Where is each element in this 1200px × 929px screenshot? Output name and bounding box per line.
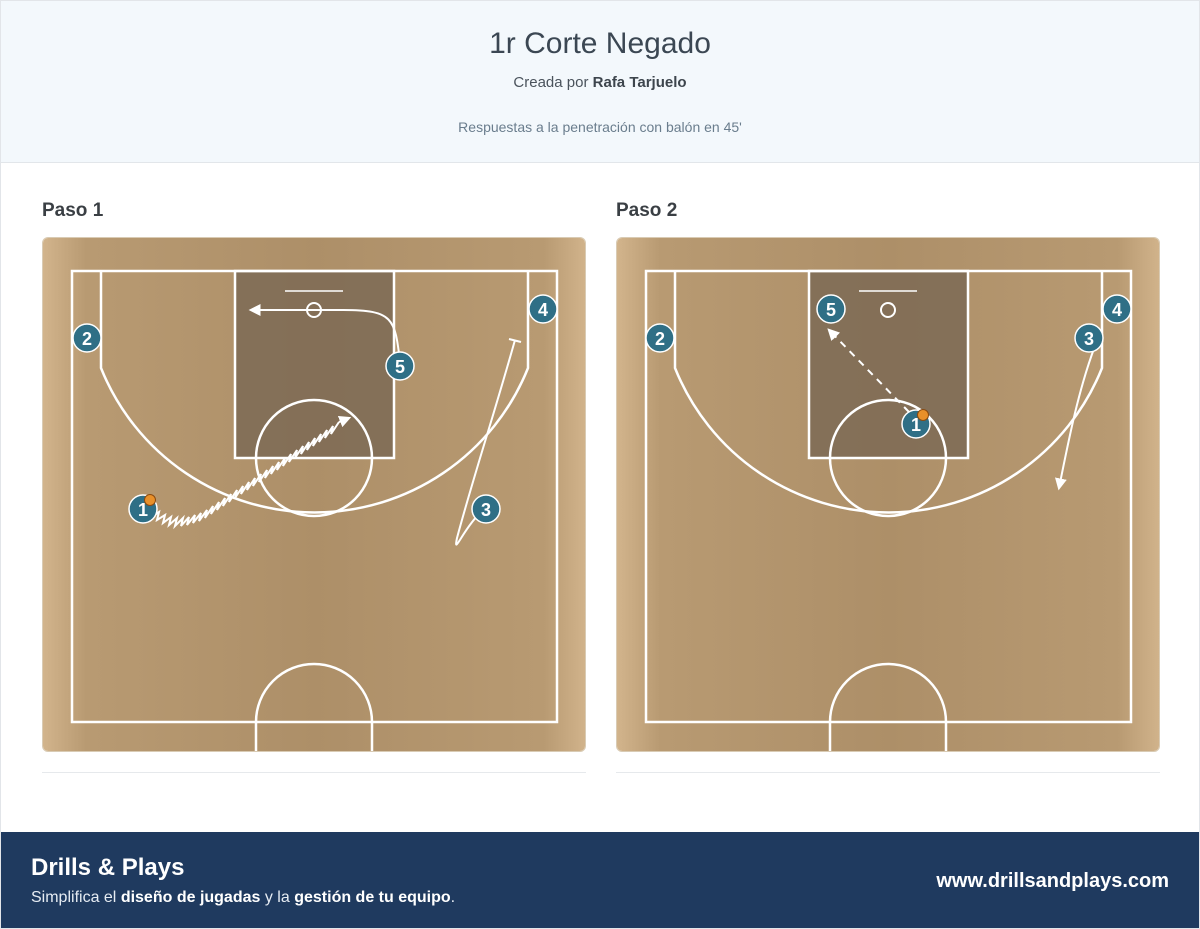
- dribble-path: [152, 421, 340, 530]
- player-number: 1: [138, 500, 148, 520]
- ball-icon: [144, 494, 156, 506]
- player-number: 4: [538, 300, 548, 320]
- court-diagram-1: 1 2 3 4 5: [43, 238, 585, 751]
- free-throw-circle: [254, 398, 374, 518]
- player-number: 4: [1112, 300, 1122, 320]
- tagline: Simplifica el diseño de jugadas y la ges…: [31, 889, 455, 907]
- three-point-line: [673, 271, 1104, 514]
- cut-path-3: [455, 339, 516, 546]
- step-2-divider: [616, 772, 1160, 773]
- play-header: 1r Corte Negado Creada por Rafa Tarjuelo…: [1, 1, 1199, 163]
- free-throw-circle: [828, 398, 948, 518]
- hoop: [880, 302, 896, 318]
- player-number: 5: [826, 300, 836, 320]
- player-3[interactable]: 3: [471, 494, 501, 524]
- screen-end: [508, 338, 522, 343]
- cut-path-5: [248, 304, 401, 363]
- cut-path-3: [1054, 345, 1096, 491]
- player-5[interactable]: 5: [816, 294, 846, 324]
- player-number: 1: [911, 415, 921, 435]
- player-1[interactable]: 1: [901, 409, 931, 439]
- step-1-divider: [42, 772, 586, 773]
- play-author: Creada por Rafa Tarjuelo: [1, 74, 1199, 91]
- player-3[interactable]: 3: [1074, 323, 1104, 353]
- court-diagram-2: 1 2 3 4 5: [617, 238, 1159, 751]
- brand-name[interactable]: Drills & Plays: [31, 854, 185, 881]
- play-description: Respuestas a la penetración con balón en…: [458, 119, 742, 135]
- website-link[interactable]: www.drillsandplays.com: [936, 870, 1169, 892]
- author-prefix: Creada por: [513, 74, 589, 91]
- step-1-title: Paso 1: [42, 200, 104, 221]
- tagline-mid: y la: [264, 889, 290, 906]
- pass-path: [827, 328, 910, 413]
- step-2-court: 1 2 3 4 5: [616, 237, 1160, 752]
- center-circle: [254, 662, 374, 751]
- tagline-end: .: [450, 889, 456, 906]
- player-2[interactable]: 2: [645, 323, 675, 353]
- play-title: 1r Corte Negado: [489, 27, 711, 60]
- tagline-bold-2: gestión de tu equipo: [294, 889, 451, 906]
- key-lines: [807, 269, 970, 460]
- site-footer: Drills & Plays Simplifica el diseño de j…: [1, 832, 1199, 928]
- step-1-court: 1 2 3 4 5: [42, 237, 586, 752]
- player-number: 3: [481, 500, 491, 520]
- player-4[interactable]: 4: [1102, 294, 1132, 324]
- player-2[interactable]: 2: [72, 323, 102, 353]
- player-5[interactable]: 5: [385, 351, 415, 381]
- player-4[interactable]: 4: [528, 294, 558, 324]
- step-2-title: Paso 2: [616, 200, 678, 221]
- center-circle: [828, 662, 948, 751]
- player-number: 5: [395, 357, 405, 377]
- tagline-prefix: Simplifica el: [31, 889, 117, 906]
- ball-icon: [917, 409, 929, 421]
- paint-area: [235, 271, 394, 458]
- player-number: 3: [1084, 329, 1094, 349]
- tagline-bold-1: diseño de jugadas: [120, 889, 261, 906]
- dribble-arrow: [337, 415, 352, 428]
- player-number: 2: [82, 329, 92, 349]
- player-1[interactable]: 1: [128, 494, 158, 524]
- three-point-line: [99, 271, 530, 514]
- author-name[interactable]: Rafa Tarjuelo: [592, 74, 687, 91]
- player-number: 2: [655, 329, 665, 349]
